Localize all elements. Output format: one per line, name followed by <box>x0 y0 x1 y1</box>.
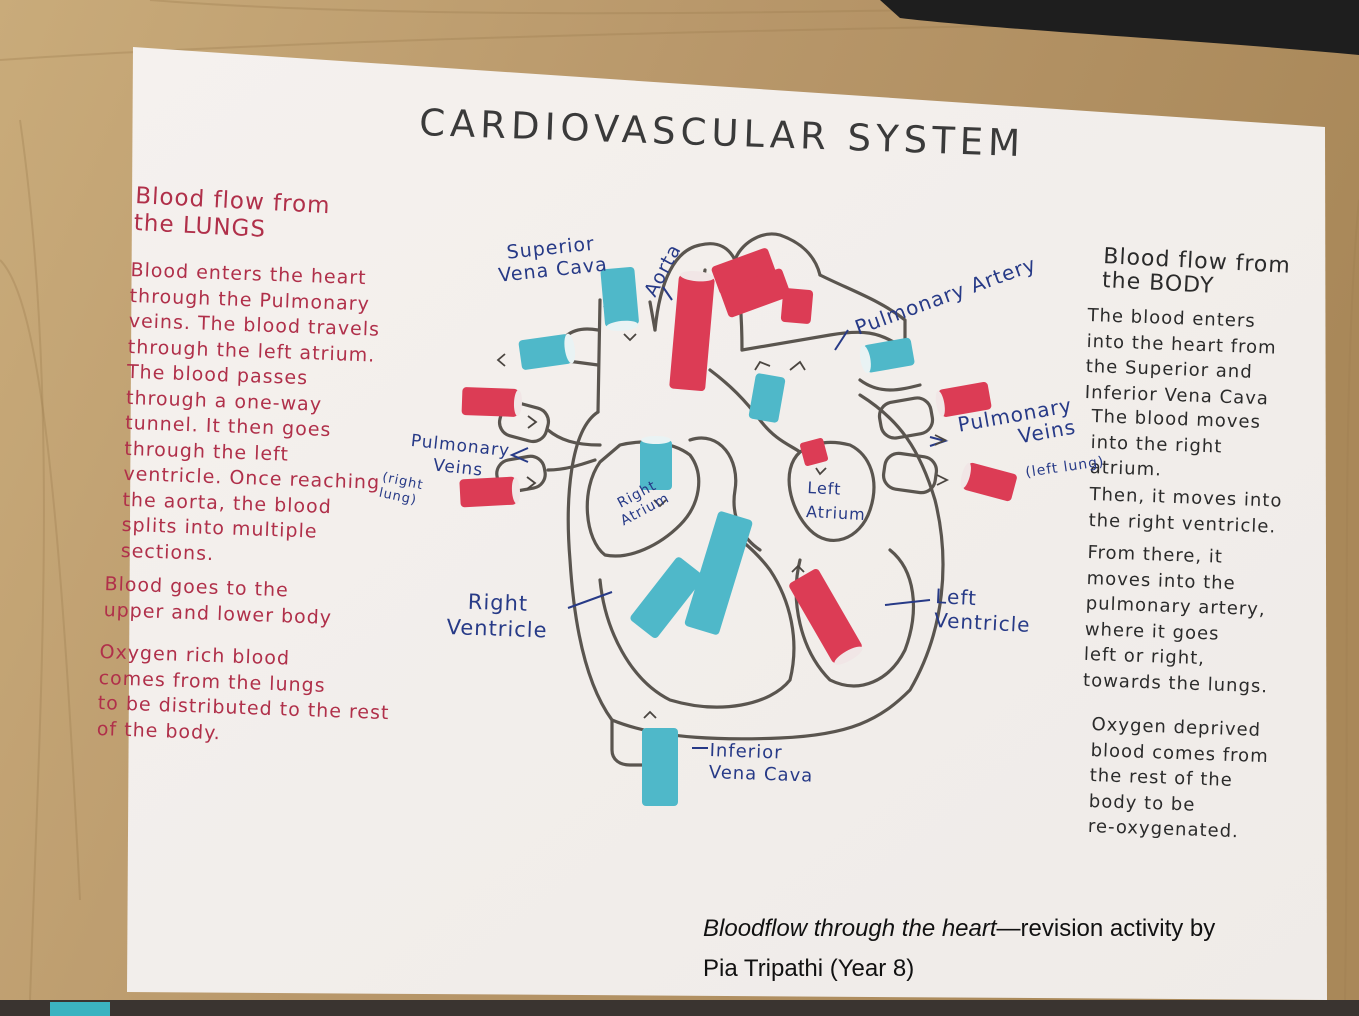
caption-italic: Bloodflow through the heart <box>703 915 997 942</box>
left-body: Blood enters the heart through the Pulmo… <box>120 258 387 573</box>
tube-blue-svc <box>600 267 639 333</box>
caption-line-1: Bloodflow through the heart—revision act… <box>703 909 1215 949</box>
tube-red-lung-left-2 <box>958 461 1017 502</box>
label-inferior-vena-cava: Inferior Vena Cava <box>708 740 814 788</box>
tube-red-left-ventricle <box>788 568 866 669</box>
caption-rest: —revision activity by <box>997 915 1216 942</box>
right-body-5: Oxygen deprived blood comes from the res… <box>1088 712 1270 846</box>
photo-caption: Bloodflow through the heart—revision act… <box>703 909 1215 989</box>
tube-blue-svc-branch <box>518 333 577 370</box>
tube-red-arch-3 <box>781 288 814 324</box>
left-body-2: Blood goes to the upper and lower body <box>103 572 333 631</box>
tube-red-left-atrium <box>799 437 828 466</box>
right-body-3: Then, it moves into the right ventricle. <box>1088 482 1283 540</box>
right-body-2: The blood moves into the right atrium. <box>1089 404 1261 486</box>
tube-blue-pulmonary-trunk <box>748 373 786 424</box>
right-body-4: From there, it moves into the pulmonary … <box>1083 540 1273 699</box>
label-left-atrium: Left Atrium <box>805 476 867 527</box>
tube-blue-ivc <box>642 728 678 806</box>
left-heading: Blood flow from the LUNGS <box>133 183 331 247</box>
right-heading: Blood flow from the BODY <box>1101 245 1291 303</box>
label-left-ventricle: Left Ventricle <box>933 584 1032 637</box>
label-right-ventricle: Right Ventricle <box>446 588 549 643</box>
tube-red-lung-right-1 <box>462 387 523 417</box>
blue-tubes <box>518 267 915 806</box>
caption-line-2: Pia Tripathi (Year 8) <box>703 949 1215 989</box>
tube-blue-pulmonary-artery <box>858 337 915 374</box>
right-body-1: The blood enters into the heart from the… <box>1084 303 1277 412</box>
left-body-3: Oxygen rich blood comes from the lungs t… <box>96 640 391 752</box>
tube-red-aorta <box>669 270 715 392</box>
